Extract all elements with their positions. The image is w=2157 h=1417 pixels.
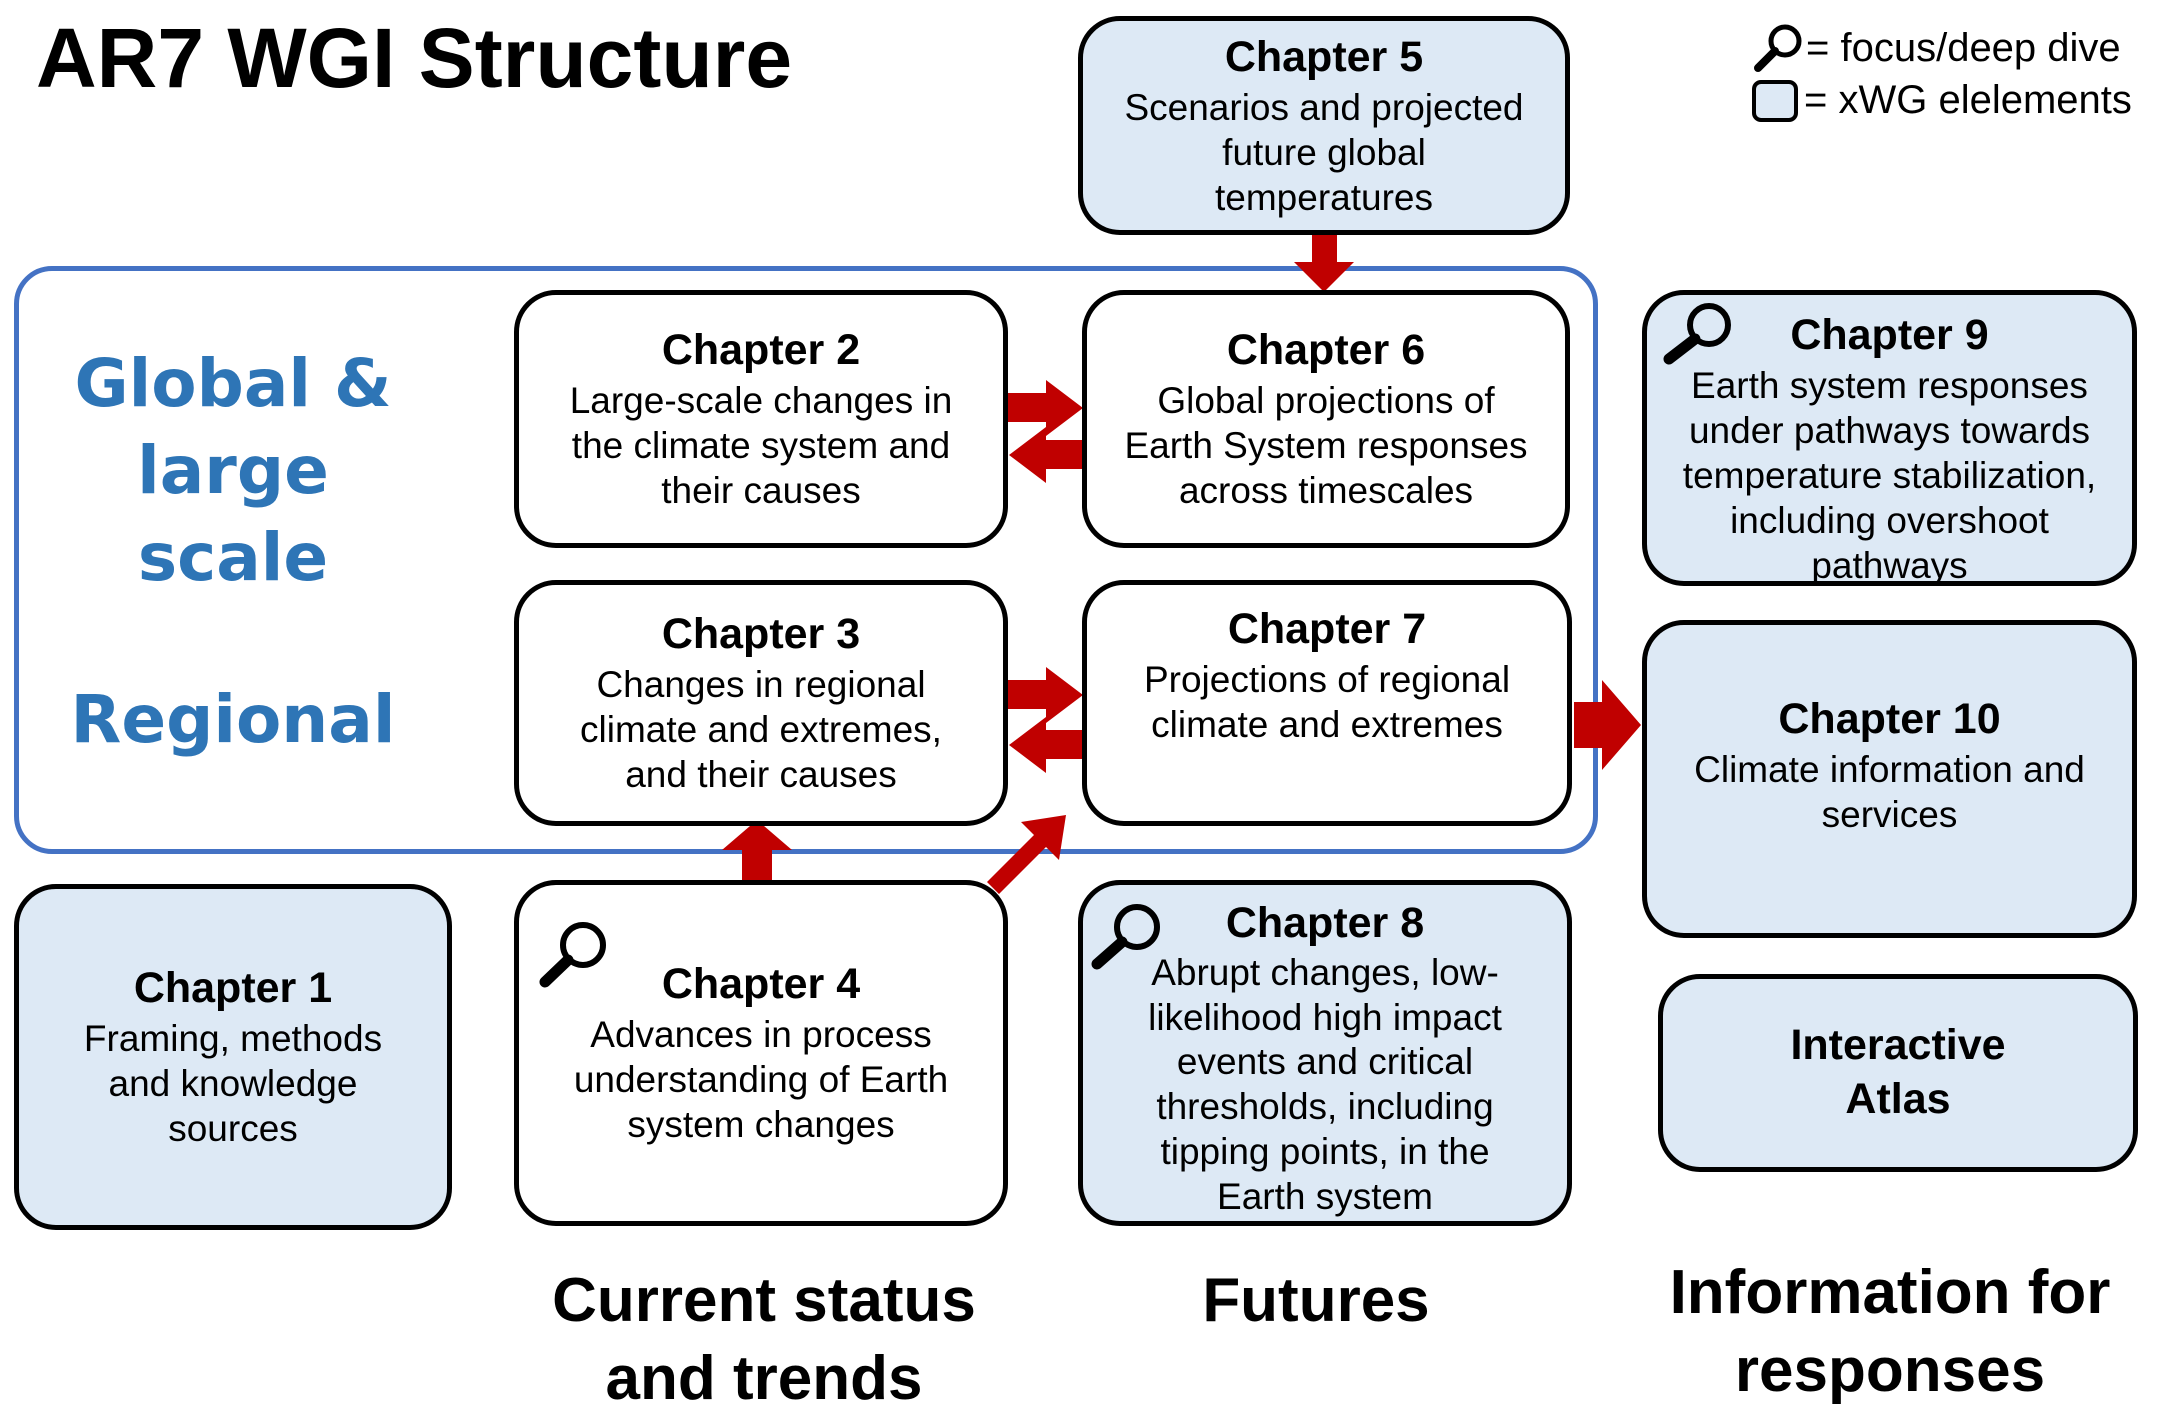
chapter-8-title: Chapter 8 bbox=[1225, 899, 1425, 947]
chapter-6-title: Chapter 6 bbox=[1226, 326, 1426, 375]
legend-xwg: = xWG elelements bbox=[1752, 78, 2132, 123]
column-label-information-for-responses: Information for responses bbox=[1669, 1258, 2111, 1405]
magnifier-icon bbox=[539, 922, 606, 988]
chapter-7-box: Chapter 7 Projections of regional climat… bbox=[1082, 580, 1572, 826]
global-large-scale-label: Global & large scale bbox=[33, 340, 433, 601]
chapter-5-title: Chapter 5 bbox=[1224, 32, 1424, 81]
chapter-10-description: Climate information and services bbox=[1694, 748, 2085, 835]
chapter-10-box: Chapter 10 Climate information and servi… bbox=[1642, 620, 2137, 938]
chapter-3-title: Chapter 3 bbox=[661, 610, 861, 659]
chapter-3-description: Changes in regional climate and extremes… bbox=[580, 664, 942, 796]
chapter-9-title: Chapter 9 bbox=[1790, 311, 1989, 359]
chapter-4-box: Chapter 4 Advances in process understand… bbox=[514, 880, 1008, 1226]
arrow-ch4-to-ch3 bbox=[722, 820, 792, 880]
magnifier-icon bbox=[1663, 303, 1731, 365]
column-label-current-status: Current status and trends bbox=[552, 1266, 976, 1413]
legend: = focus/deep dive = xWG elelements bbox=[1752, 22, 2132, 123]
chapter-5-box: Chapter 5 Scenarios and projected future… bbox=[1078, 16, 1570, 235]
chapter-1-box: Chapter 1 Framing, methods and knowledge… bbox=[14, 884, 452, 1230]
chapter-6-description: Global projections of Earth System respo… bbox=[1124, 380, 1528, 512]
magnifier-icon bbox=[1091, 904, 1160, 970]
global-label-line2: large scale bbox=[137, 432, 329, 597]
chapter-7-description: Projections of regional climate and extr… bbox=[1143, 658, 1511, 745]
regional-label: Regional bbox=[70, 681, 396, 758]
legend-xwg-label: = xWG elelements bbox=[1804, 78, 2132, 122]
chapter-7-title: Chapter 7 bbox=[1227, 605, 1427, 653]
chapter-2-box: Chapter 2 Large-scale changes in the cli… bbox=[514, 290, 1008, 548]
legend-focus-label: = focus/deep dive bbox=[1806, 25, 2121, 70]
rounded-square-icon bbox=[1752, 79, 1798, 122]
chapter-10-title: Chapter 10 bbox=[1778, 695, 2001, 743]
interactive-atlas-box: Interactive Atlas bbox=[1658, 974, 2138, 1172]
arrow-ch3-to-ch7 bbox=[1006, 667, 1083, 723]
interactive-atlas-title: Interactive Atlas bbox=[1790, 1021, 2006, 1123]
chapter-4-description: Advances in process understanding of Ear… bbox=[573, 1014, 949, 1146]
chapter-2-title: Chapter 2 bbox=[661, 326, 861, 375]
chapter-8-description: Abrupt changes, low-likelihood high impa… bbox=[1148, 951, 1502, 1217]
column-label-futures: Futures bbox=[1202, 1266, 1430, 1335]
global-label-line1: Global & bbox=[74, 345, 392, 422]
page-title: AR7 WGI Structure bbox=[36, 11, 793, 105]
legend-focus: = focus/deep dive bbox=[1752, 22, 2132, 74]
chapter-9-description: Earth system responses under pathways to… bbox=[1682, 364, 2097, 586]
arrow-ch7-to-ch3 bbox=[1009, 717, 1083, 773]
chapter-6-box: Chapter 6 Global projections of Earth Sy… bbox=[1082, 290, 1570, 548]
chapter-5-description: Scenarios and projected future global te… bbox=[1124, 86, 1524, 218]
arrow-ch5-to-ch6 bbox=[1294, 232, 1354, 292]
chapter-1-title: Chapter 1 bbox=[133, 964, 333, 1013]
global-regional-frame bbox=[14, 266, 1598, 854]
arrow-ch6-to-ch2 bbox=[1009, 427, 1083, 483]
arrow-ch4-to-ch7 bbox=[987, 815, 1066, 894]
chapter-3-box: Chapter 3 Changes in regional climate an… bbox=[514, 580, 1008, 826]
chapter-1-description: Framing, methods and knowledge sources bbox=[83, 1018, 383, 1150]
arrow-ch2-to-ch6 bbox=[1006, 380, 1083, 436]
chapter-2-description: Large-scale changes in the climate syste… bbox=[569, 380, 953, 512]
chapter-9-box: Chapter 9 Earth system responses under p… bbox=[1642, 290, 2137, 586]
magnifier-icon bbox=[1754, 24, 1802, 72]
chapter-4-title: Chapter 4 bbox=[661, 960, 861, 1009]
chapter-8-box: Chapter 8 Abrupt changes, low-likelihood… bbox=[1078, 880, 1572, 1226]
arrow-frame-to-ch10 bbox=[1574, 680, 1641, 770]
